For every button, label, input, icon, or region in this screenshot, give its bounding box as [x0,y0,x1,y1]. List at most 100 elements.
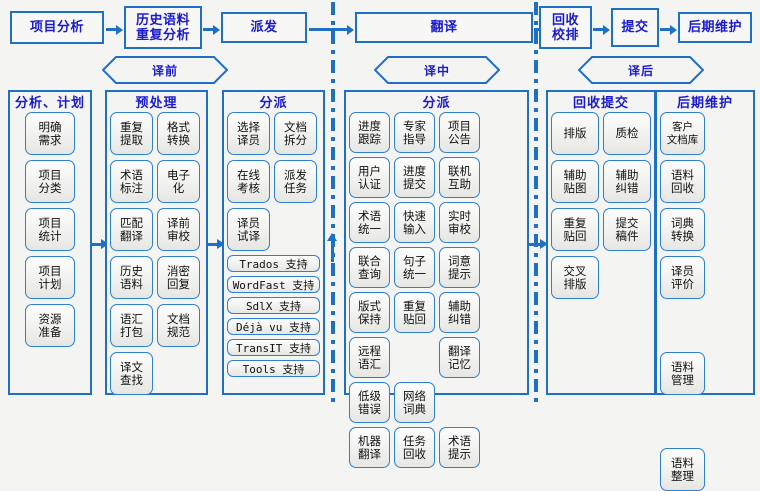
stage-item[interactable]: 重复 贴回 [551,208,599,251]
stage-column-analysis-plan: 分析、计划 明确 需求 项目 分类 项目 统计 项目 计划 资源 准备 [8,90,92,395]
stage-item[interactable]: 语料 回收 [660,160,705,203]
stage-item[interactable]: 明确 需求 [25,112,75,155]
stage-item[interactable]: 语料 管理 [660,352,705,395]
stage-item[interactable]: 选择 译员 [227,112,270,155]
stage-item-spacer [439,382,480,423]
stage-item[interactable]: 辅助 纠错 [603,160,651,203]
software-support-tools[interactable]: Tools 支持 [227,360,320,377]
stage-item[interactable]: 任务 回收 [394,427,435,468]
stage-item[interactable]: 文档 规范 [157,304,200,347]
stage-column-assign: 分派 选择 译员 文档 拆分 在线 考核 派发 任务 译员 试译 Trados … [222,90,325,395]
stage-item[interactable]: 译员 试译 [227,208,270,251]
stage-items-translate: 进度 跟踪 专家 指导 项目 公告 用户 认证 进度 提交 联机 互助 术语 统… [346,112,527,468]
stage-item[interactable]: 低级 错误 [349,382,390,423]
stage-item[interactable]: 文档 拆分 [274,112,317,155]
stage-item[interactable]: 实时 审校 [439,202,480,243]
phase-hexagon-pre-translation: 译前 [102,56,228,84]
stage-item[interactable]: 质检 [603,112,651,155]
stage-item[interactable]: 电子 化 [157,160,200,203]
stage-item[interactable]: 远程 语汇 [349,337,390,378]
stage-title-translate: 分派 [422,96,451,111]
stage-item[interactable]: 交叉 排版 [551,256,599,299]
stage-item[interactable]: 专家 指导 [394,112,435,153]
stage-item[interactable]: 在线 考核 [227,160,270,203]
software-support-wordfast[interactable]: WordFast 支持 [227,276,320,293]
stage-item[interactable]: 语料 整理 [660,448,705,491]
stage-arrow-up-left-separator [327,233,338,262]
stage-item[interactable]: 提交 稿件 [603,208,651,251]
stage-item[interactable]: 联合 查询 [349,247,390,288]
stage-item[interactable]: 用户 认证 [349,157,390,198]
stage-items-collect-submit: 排版 质检 辅助 贴图 辅助 纠错 重复 贴回 提交 稿件 交叉 排版 [548,112,654,299]
stage-item[interactable]: 消密 回复 [157,256,200,299]
translation-workflow-diagram: 项目分析 历史语料 重复分析 派发 翻译 回收 校排 提交 后期维护 译前 译中… [8,2,755,491]
stage-title-assign: 分派 [259,96,288,111]
stage-item[interactable]: 资源 准备 [25,304,75,347]
stage-item[interactable]: 译前 审校 [157,208,200,251]
phase-label-in-translation: 译中 [423,63,450,78]
flow-step-project-analysis[interactable]: 项目分析 [10,11,104,44]
stage-items-preprocess: 重复 提取 格式 转换 术语 标注 电子 化 匹配 翻译 译前 审校 历史 语料… [107,112,206,395]
stage-title-preprocess: 预处理 [135,96,178,111]
stage-items-analysis-plan: 明确 需求 项目 分类 项目 统计 项目 计划 资源 准备 [10,112,90,347]
stage-item-spacer [394,337,435,378]
stage-item[interactable]: 译文 查找 [110,352,153,395]
stage-item[interactable]: 版式 保持 [349,292,390,333]
flow-step-post-maintenance[interactable]: 后期维护 [678,12,752,43]
stage-item[interactable]: 机器 翻译 [349,427,390,468]
stage-item[interactable]: 语汇 打包 [110,304,153,347]
stage-item[interactable]: 联机 互助 [439,157,480,198]
stage-item[interactable]: 术语 提示 [439,427,480,468]
phase-separator-left [331,2,335,402]
stage-column-preprocess: 预处理 重复 提取 格式 转换 术语 标注 电子 化 匹配 翻译 译前 审校 历… [105,90,208,395]
stage-item[interactable]: 项目 分类 [25,160,75,203]
stage-item[interactable]: 派发 任务 [274,160,317,203]
stage-item[interactable]: 格式 转换 [157,112,200,155]
assign-software-support-list: Trados 支持 WordFast 支持 SdlX 支持 Déjà vu 支持… [224,255,323,377]
stage-item[interactable]: 术语 统一 [349,202,390,243]
flow-step-history-corpus-analysis[interactable]: 历史语料 重复分析 [124,6,202,49]
stage-item[interactable]: 翻译 记忆 [439,337,480,378]
stage-item[interactable]: 项目 统计 [25,208,75,251]
flow-step-dispatch[interactable]: 派发 [221,12,307,43]
stage-item[interactable]: 词意 提示 [439,247,480,288]
software-support-sdlx[interactable]: SdlX 支持 [227,297,320,314]
stage-column-maintenance: 后期维护 客户 文档库 语料 回收 词典 转换 译员 评价 语料 管理 语料 整… [655,90,755,491]
stage-item[interactable]: 匹配 翻译 [110,208,153,251]
stage-item[interactable]: 术语 标注 [110,160,153,203]
stage-title-collect-submit: 回收提交 [572,96,629,111]
stage-item-spacer [660,304,705,347]
stage-item[interactable]: 项目 计划 [25,256,75,299]
stage-item[interactable]: 重复 提取 [110,112,153,155]
stage-item[interactable]: 排版 [551,112,599,155]
stage-item[interactable]: 项目 公告 [439,112,480,153]
phase-label-pre-translation: 译前 [151,63,178,78]
phase-label-post-translation: 译后 [627,63,654,78]
stage-title-maintenance: 后期维护 [676,96,733,111]
stage-item[interactable]: 快速 输入 [394,202,435,243]
stage-item[interactable]: 辅助 贴图 [551,160,599,203]
stage-item[interactable]: 译员 评价 [660,256,705,299]
stage-item[interactable]: 进度 提交 [394,157,435,198]
stage-title-analysis-plan: 分析、计划 [14,96,85,111]
software-support-trados[interactable]: Trados 支持 [227,255,320,272]
software-support-transit[interactable]: TransIT 支持 [227,339,320,356]
stage-item[interactable]: 网络 词典 [394,382,435,423]
stage-item[interactable]: 客户 文档库 [660,112,705,155]
stage-item[interactable]: 历史 语料 [110,256,153,299]
flow-step-translation[interactable]: 翻译 [355,12,533,43]
flow-step-collect-proof[interactable]: 回收 校排 [539,6,592,49]
phase-hexagon-post-translation: 译后 [578,56,704,84]
stage-items-maintenance: 客户 文档库 语料 回收 词典 转换 译员 评价 语料 管理 语料 整理 [657,112,753,491]
stage-item[interactable]: 辅助 纠错 [439,292,480,333]
stage-items-assign: 选择 译员 文档 拆分 在线 考核 派发 任务 译员 试译 [224,112,323,251]
stage-item[interactable]: 重复 贴回 [394,292,435,333]
stage-column-collect-submit: 回收提交 排版 质检 辅助 贴图 辅助 纠错 重复 贴回 提交 稿件 交叉 排版 [546,90,656,395]
stage-item[interactable]: 进度 跟踪 [349,112,390,153]
flow-step-submit[interactable]: 提交 [611,8,659,47]
stage-item[interactable]: 句子 统一 [394,247,435,288]
phase-separator-right [534,2,538,402]
software-support-dejavu[interactable]: Déjà vu 支持 [227,318,320,335]
stage-item[interactable]: 词典 转换 [660,208,705,251]
stage-column-translate: 分派 进度 跟踪 专家 指导 项目 公告 用户 认证 进度 提交 联机 互助 术… [344,90,529,468]
